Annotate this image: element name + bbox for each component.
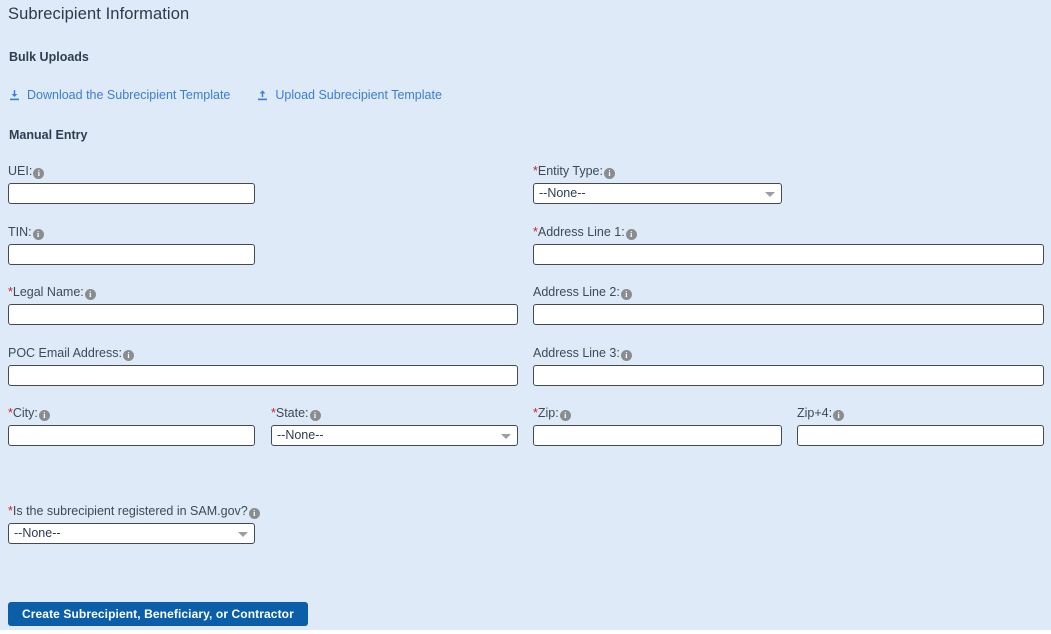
field-address-line-1: *Address Line 1:i: [533, 225, 1044, 265]
field-tin: TIN:i: [8, 225, 255, 265]
address-line-1-label-text: Address Line 1:: [537, 225, 625, 239]
field-sam-registered: *Is the subrecipient registered in SAM.g…: [8, 504, 260, 544]
field-zip4: Zip+4:i: [797, 406, 1044, 446]
poc-email-label-text: POC Email Address:: [8, 346, 122, 360]
field-address-line-2: Address Line 2:i: [533, 285, 1044, 325]
address-line-3-input[interactable]: [533, 365, 1044, 386]
state-label: *State:i: [271, 406, 518, 421]
uei-label-text: UEI:: [8, 164, 33, 178]
city-label-text: City:: [12, 406, 38, 420]
zip4-label-text: Zip+4:: [797, 406, 833, 420]
info-icon[interactable]: i: [38, 410, 50, 421]
info-icon[interactable]: i: [122, 350, 134, 361]
info-icon[interactable]: i: [33, 168, 45, 179]
address-line-2-label-text: Address Line 2:: [533, 285, 620, 299]
field-zip: *Zip:i: [533, 406, 782, 446]
sam-registered-select[interactable]: --None--: [8, 523, 255, 544]
info-icon[interactable]: i: [620, 350, 632, 361]
tin-label-text: TIN:: [8, 225, 32, 239]
tin-label: TIN:i: [8, 225, 255, 240]
field-entity-type: *Entity Type:i --None--: [533, 164, 782, 204]
zip4-label: Zip+4:i: [797, 406, 1044, 421]
info-icon[interactable]: i: [559, 410, 571, 421]
legal-name-input[interactable]: [8, 304, 518, 325]
state-select[interactable]: --None--: [271, 425, 518, 446]
upload-icon: [256, 89, 269, 102]
uei-input[interactable]: [8, 183, 255, 204]
download-icon: [8, 89, 21, 102]
info-icon[interactable]: i: [309, 410, 321, 421]
legal-name-label-text: Legal Name:: [12, 285, 84, 299]
entity-type-label-text: Entity Type:: [537, 164, 603, 178]
address-line-2-input[interactable]: [533, 304, 1044, 325]
field-state: *State:i --None--: [271, 406, 518, 446]
poc-email-label: POC Email Address:i: [8, 346, 518, 361]
required-marker: *: [533, 406, 538, 420]
entity-type-selected-value: --None--: [533, 183, 782, 204]
address-line-1-input[interactable]: [533, 244, 1044, 265]
state-selected-value: --None--: [271, 425, 518, 446]
legal-name-label: *Legal Name:i: [8, 285, 518, 300]
info-icon[interactable]: i: [620, 289, 632, 300]
bulk-uploads-heading: Bulk Uploads: [9, 50, 89, 64]
download-subrecipient-template-label: Download the Subrecipient Template: [27, 88, 231, 102]
required-marker: *: [533, 164, 538, 178]
zip-input[interactable]: [533, 425, 782, 446]
address-line-3-label-text: Address Line 3:: [533, 346, 620, 360]
download-subrecipient-template-link[interactable]: Download the Subrecipient Template: [8, 88, 230, 102]
manual-entry-heading: Manual Entry: [9, 128, 88, 142]
city-label: *City:i: [8, 406, 255, 421]
field-address-line-3: Address Line 3:i: [533, 346, 1044, 386]
sam-registered-selected-value: --None--: [8, 523, 255, 544]
required-marker: *: [8, 285, 13, 299]
address-line-1-label: *Address Line 1:i: [533, 225, 1044, 240]
tin-input[interactable]: [8, 244, 255, 265]
info-icon[interactable]: i: [84, 289, 96, 300]
entity-type-select[interactable]: --None--: [533, 183, 782, 204]
bulk-upload-links: Download the Subrecipient Template Uploa…: [8, 88, 442, 102]
zip-label: *Zip:i: [533, 406, 782, 421]
address-line-2-label: Address Line 2:i: [533, 285, 1044, 300]
field-legal-name: *Legal Name:i: [8, 285, 518, 325]
info-icon[interactable]: i: [248, 508, 260, 519]
required-marker: *: [8, 406, 13, 420]
info-icon[interactable]: i: [625, 229, 637, 240]
field-city: *City:i: [8, 406, 255, 446]
zip-label-text: Zip:: [537, 406, 559, 420]
entity-type-label: *Entity Type:i: [533, 164, 782, 179]
field-uei: UEI:i: [8, 164, 255, 204]
upload-subrecipient-template-label: Upload Subrecipient Template: [275, 88, 442, 102]
required-marker: *: [271, 406, 276, 420]
address-line-3-label: Address Line 3:i: [533, 346, 1044, 361]
create-subrecipient-button[interactable]: Create Subrecipient, Beneficiary, or Con…: [8, 602, 308, 626]
info-icon[interactable]: i: [32, 229, 44, 240]
poc-email-input[interactable]: [8, 365, 518, 386]
info-icon[interactable]: i: [833, 410, 845, 421]
page-title: Subrecipient Information: [8, 5, 190, 23]
uei-label: UEI:i: [8, 164, 255, 179]
sam-registered-label: *Is the subrecipient registered in SAM.g…: [8, 504, 260, 519]
upload-subrecipient-template-link[interactable]: Upload Subrecipient Template: [256, 88, 442, 102]
state-label-text: State:: [275, 406, 309, 420]
zip4-input[interactable]: [797, 425, 1044, 446]
required-marker: *: [533, 225, 538, 239]
required-marker: *: [8, 504, 13, 518]
info-icon[interactable]: i: [603, 168, 615, 179]
city-input[interactable]: [8, 425, 255, 446]
sam-registered-label-text: Is the subrecipient registered in SAM.go…: [12, 504, 248, 518]
field-poc-email: POC Email Address:i: [8, 346, 518, 386]
